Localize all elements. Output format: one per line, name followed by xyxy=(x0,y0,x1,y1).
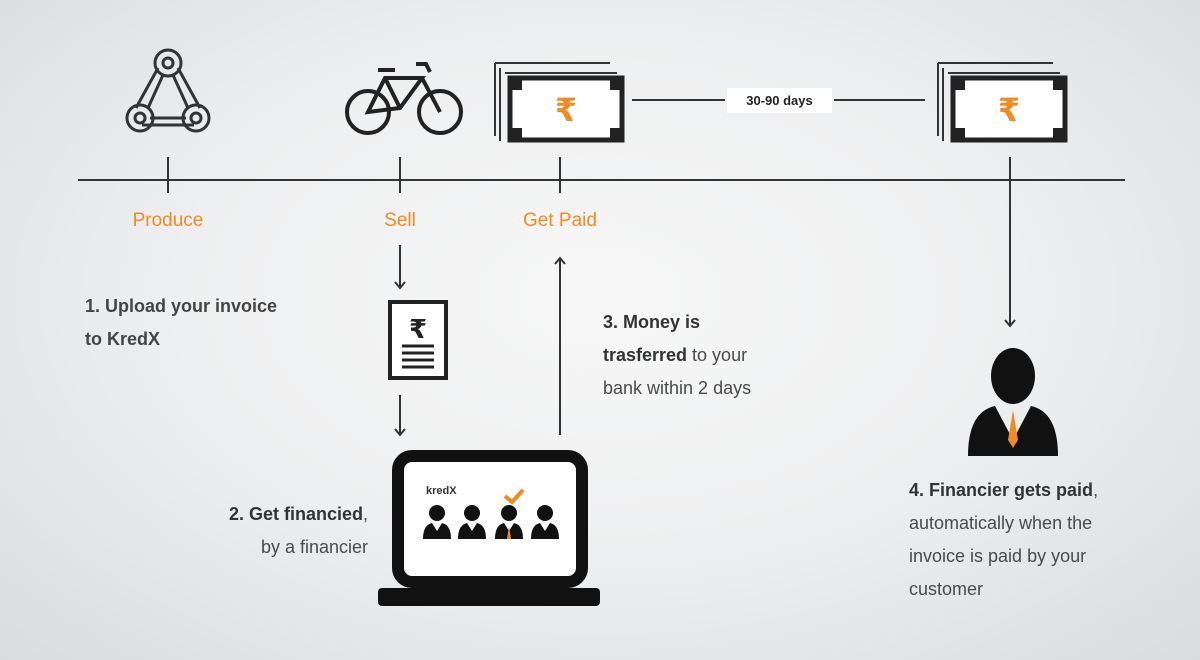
stage-sell: Sell xyxy=(384,210,416,231)
kredx-logo: kredX xyxy=(426,485,457,497)
step2-text: 2. Get financied, by a financier xyxy=(229,498,368,564)
svg-text:₹: ₹ xyxy=(555,91,577,129)
step3-text: 3. Money is trasferred to your bank with… xyxy=(603,306,751,405)
financier-icon xyxy=(495,505,523,539)
step4-line3: invoice is paid by your xyxy=(909,546,1087,566)
step3-title: 3. Money is xyxy=(603,312,701,332)
arrows xyxy=(394,193,1016,437)
invoice-document-icon: ₹ xyxy=(388,300,448,380)
step3-line2: to your xyxy=(687,345,748,365)
laptop-icon xyxy=(378,450,600,606)
step4-comma: , xyxy=(1093,480,1099,500)
step2-comma: , xyxy=(362,504,368,524)
step4-line2: automatically when the xyxy=(909,513,1093,533)
stage-get-paid: Get Paid xyxy=(523,210,597,231)
step2-line2: by a financier xyxy=(260,537,368,557)
step1-line1: 1. Upload your invoice xyxy=(85,296,278,316)
svg-text:₹: ₹ xyxy=(998,91,1020,129)
svg-text:₹: ₹ xyxy=(409,315,427,345)
rupee-banknote-icon: ₹ xyxy=(938,63,1065,141)
financier-person-icon xyxy=(968,348,1058,456)
duration-badge: 30-90 days xyxy=(727,88,832,113)
timeline xyxy=(78,157,1125,193)
step4-line4: customer xyxy=(909,579,984,599)
rupee-banknote-icon: ₹ xyxy=(495,63,622,141)
chain-link-icon xyxy=(125,48,211,133)
stage-produce: Produce xyxy=(132,210,204,231)
step4-text: 4. Financier gets paid, automatically wh… xyxy=(909,474,1098,606)
step1-line2: to KredX xyxy=(85,329,161,349)
step4-title: 4. Financier gets paid xyxy=(909,480,1094,500)
step2-title: 2. Get financied xyxy=(228,504,363,524)
step1-text: 1. Upload your invoice to KredX xyxy=(85,290,277,356)
bicycle-icon xyxy=(345,62,463,135)
step3-bold: trasferred xyxy=(603,345,688,365)
step3-line3: bank within 2 days xyxy=(603,378,752,398)
